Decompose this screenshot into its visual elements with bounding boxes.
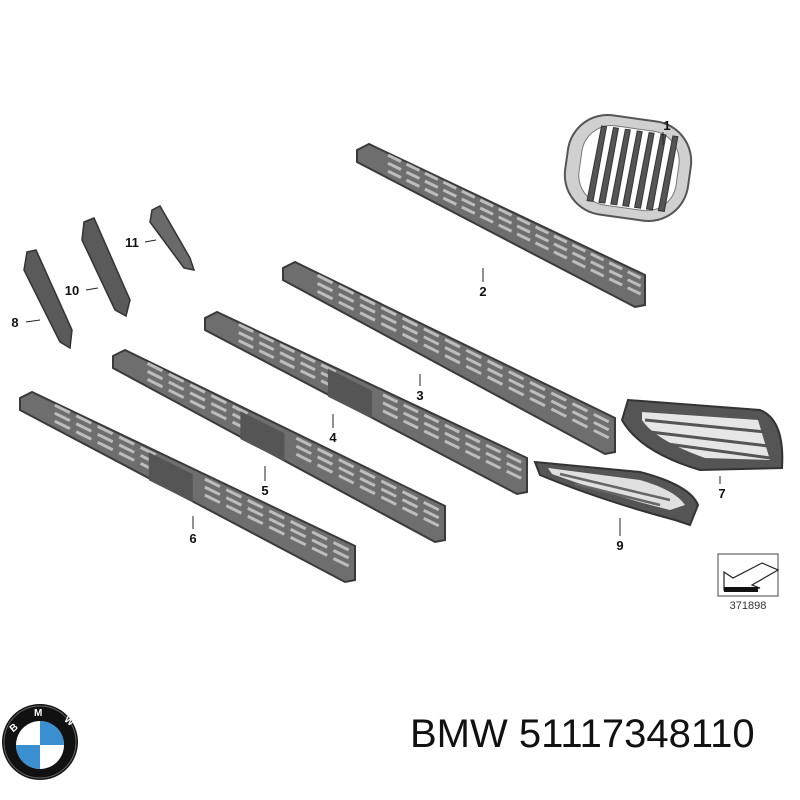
part-label: 9 [616,538,623,553]
part-6-lower-grille[interactable] [19,390,356,584]
callout-3: 3 [416,374,424,403]
part-5-lower-grille[interactable] [112,348,446,544]
part-label: 3 [416,388,423,403]
part-9-fog-grille[interactable] [533,460,700,527]
svg-text:M: M [34,708,42,719]
reference-number: 371898 [730,600,767,612]
part-label: 7 [718,486,725,501]
part-label: 4 [329,430,337,445]
part-number-caption: BMW 51117348110 [410,712,755,756]
part-1-kidney-grille[interactable] [560,110,697,226]
bmw-logo: B M W [2,704,78,780]
callout-4: 4 [329,414,337,445]
callout-9: 9 [616,518,624,553]
part-label: 5 [261,483,268,498]
part-7-side-grille[interactable] [620,398,784,472]
reference-symbol: 371898 [717,553,780,612]
callout-10: 10 [65,283,99,298]
callout-6: 6 [189,516,197,546]
callout-8: 8 [11,315,41,330]
part-label: 11 [125,235,139,250]
callout-1: 1 [662,118,671,145]
part-2-upper-grille[interactable] [356,142,646,309]
part-label: 1 [663,118,670,133]
part-label: 10 [65,283,79,298]
part-8-trim-strip[interactable] [23,249,73,350]
part-4-lower-grille[interactable] [204,310,528,496]
callout-11: 11 [125,235,157,250]
callout-5: 5 [261,466,269,498]
part-10-trim-strip[interactable] [81,217,131,318]
callout-7: 7 [718,476,726,501]
part-3-lower-grille[interactable] [282,260,616,456]
callout-2: 2 [479,268,487,299]
part-label: 8 [11,315,18,330]
part-11-bracket[interactable] [149,205,196,271]
part-label: 2 [479,284,486,299]
part-label: 6 [189,531,196,546]
